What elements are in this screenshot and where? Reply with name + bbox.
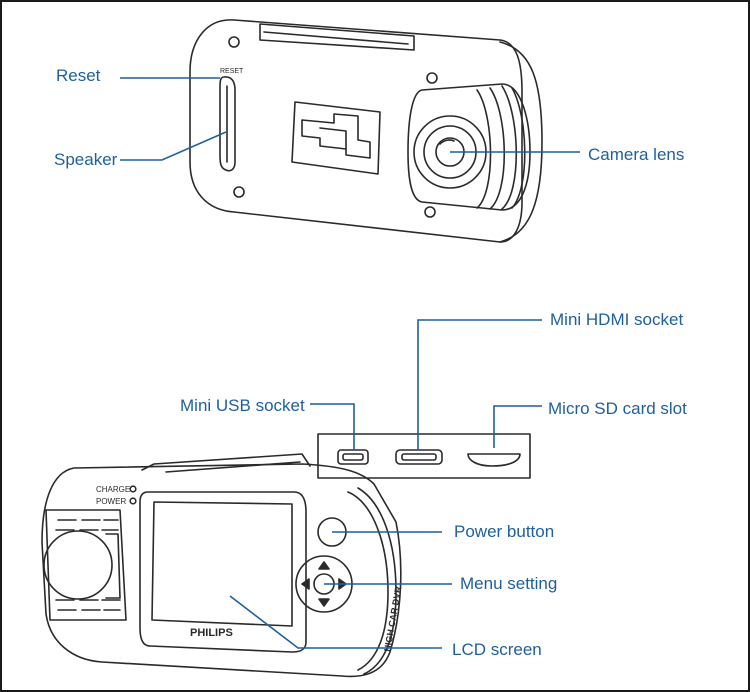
camera-lens-label: Camera lens <box>588 145 685 164</box>
lens-housing <box>407 83 531 211</box>
front-lens <box>43 530 113 600</box>
charge-led <box>129 485 137 493</box>
brand-logo: PHILIPS <box>190 627 233 639</box>
speaker-slot <box>219 76 236 172</box>
power-led <box>129 497 137 505</box>
front-lens-bezel <box>45 509 127 621</box>
lcd-screen <box>151 501 293 627</box>
socket-panel <box>317 433 531 479</box>
mini-usb-port <box>337 449 369 465</box>
screen-bezel <box>139 491 307 653</box>
dashcam-back-view <box>189 19 543 243</box>
front-body-outline <box>41 463 402 678</box>
menu-setting-label: Menu setting <box>460 574 558 593</box>
mini-usb-leader <box>310 403 355 450</box>
mini-hdmi-port <box>395 449 443 465</box>
mount-bracket <box>291 101 381 175</box>
reset-label: Reset <box>56 66 101 85</box>
micro-sd-label: Micro SD card slot <box>548 399 687 418</box>
charge-label: CHARGE <box>96 485 130 494</box>
speaker-label: Speaker <box>54 150 118 169</box>
micro-sd-slot <box>467 453 521 467</box>
reset-mark: RESET <box>220 68 244 75</box>
mini-hdmi-leader <box>417 319 542 450</box>
mini-usb-label: Mini USB socket <box>180 396 305 415</box>
body-outline <box>189 19 523 243</box>
lcd-screen-label: LCD screen <box>452 640 542 659</box>
side-text: HIGH CAR DVR <box>382 585 403 652</box>
mini-hdmi-label: Mini HDMI socket <box>550 310 684 329</box>
power-button-label: Power button <box>454 522 555 541</box>
dashcam-front-view <box>41 453 402 678</box>
lcd-screen-leader <box>229 595 442 649</box>
micro-sd-leader <box>493 405 542 448</box>
speaker-leader <box>120 131 227 161</box>
power-label: POWER <box>96 497 126 506</box>
